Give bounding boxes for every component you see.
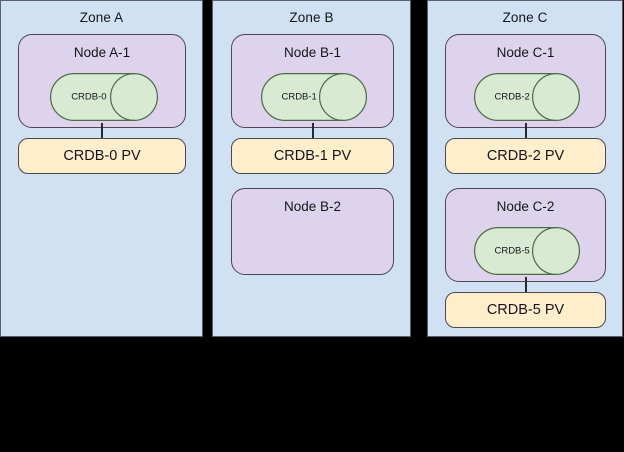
connector-b-1 — [312, 123, 314, 140]
connector-c-1 — [525, 123, 527, 140]
node-title-a-1: Node A-1 — [73, 45, 131, 60]
node-title-b-2: Node B-2 — [283, 199, 342, 214]
zone-title-a: Zone A — [79, 10, 124, 25]
pv-box-crdb-0[interactable]: CRDB-0 PV — [18, 138, 186, 174]
zone-container-c[interactable]: Zone C Node C-1 CRDB-2 CRDB-2 PV Node C-… — [427, 0, 623, 337]
node-box-c-1[interactable]: Node C-1 CRDB-2 — [445, 34, 606, 128]
zone-container-b[interactable]: Zone B Node B-1 CRDB-1 CRDB-1 PV Node B-… — [212, 0, 411, 337]
pv-box-crdb-5[interactable]: CRDB-5 PV — [445, 292, 606, 328]
pv-label-crdb-0: CRDB-0 PV — [63, 148, 141, 164]
connector-c-2 — [525, 277, 527, 294]
zone-title-c: Zone C — [502, 10, 548, 25]
node-title-c-1: Node C-1 — [496, 45, 555, 60]
cylinder-crdb-5[interactable]: CRDB-5 — [474, 227, 580, 275]
connector-a-1 — [101, 123, 103, 140]
pv-label-crdb-1: CRDB-1 PV — [273, 148, 352, 164]
pv-label-crdb-2: CRDB-2 PV — [486, 148, 565, 164]
node-box-b-2[interactable]: Node B-2 — [231, 188, 394, 275]
node-box-b-1[interactable]: Node B-1 CRDB-1 — [231, 34, 394, 128]
node-title-c-2: Node C-2 — [496, 199, 555, 214]
node-title-b-1: Node B-1 — [283, 45, 342, 60]
pv-box-crdb-2[interactable]: CRDB-2 PV — [445, 138, 606, 174]
cylinder-crdb-0[interactable]: CRDB-0 — [50, 73, 158, 121]
pv-box-crdb-1[interactable]: CRDB-1 PV — [231, 138, 394, 174]
cylinder-crdb-1[interactable]: CRDB-1 — [261, 73, 367, 121]
cylinder-crdb-2[interactable]: CRDB-2 — [474, 73, 580, 121]
zone-container-a[interactable]: Zone A Node A-1 CRDB-0 CRDB-0 PV — [0, 0, 203, 337]
zone-title-b: Zone B — [289, 10, 334, 25]
pv-label-crdb-5: CRDB-5 PV — [486, 302, 565, 318]
node-box-a-1[interactable]: Node A-1 CRDB-0 — [18, 34, 186, 128]
node-box-c-2[interactable]: Node C-2 CRDB-5 — [445, 188, 606, 282]
